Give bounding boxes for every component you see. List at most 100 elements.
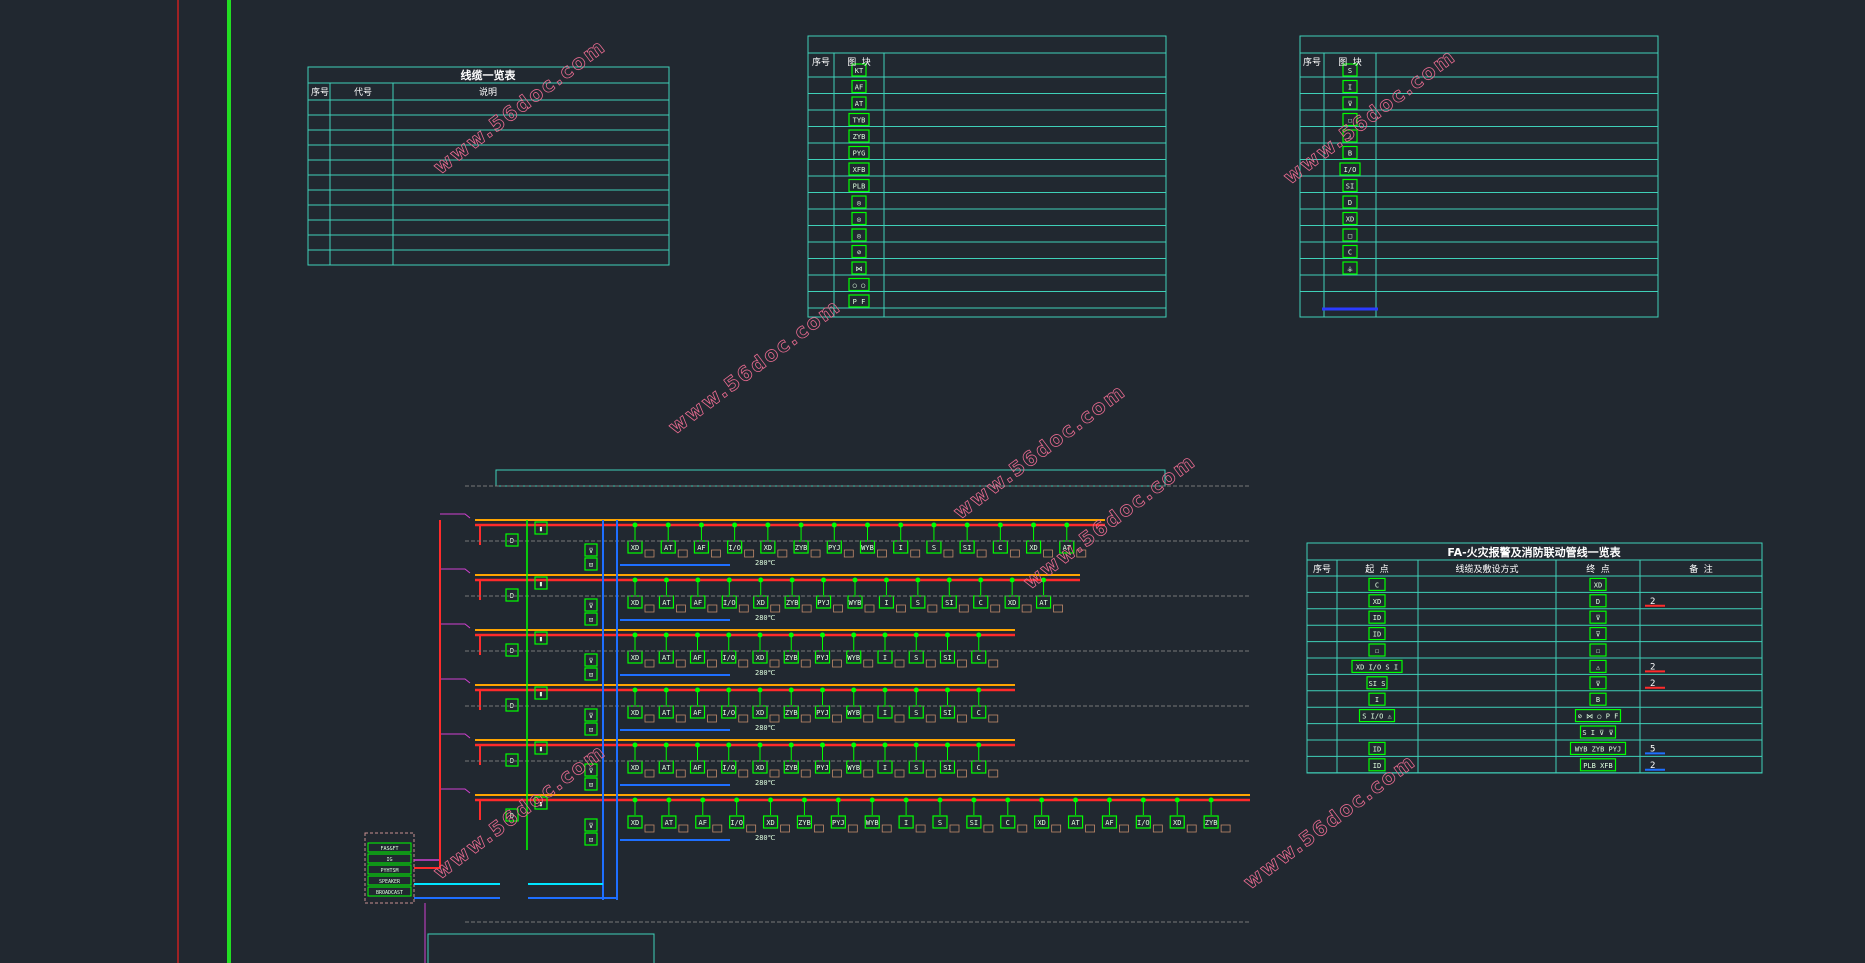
legend-b-symbol-0[interactable]: S — [1342, 63, 1358, 77]
floor-2-device-3[interactable]: I/O — [721, 595, 737, 609]
floor-6-device-6[interactable]: PYJ — [830, 815, 846, 829]
legend-b-symbol-4[interactable]: ⚠ — [1342, 129, 1358, 143]
floor-1-device-8[interactable]: I — [893, 540, 909, 554]
legend-a-symbol-7[interactable]: PLB — [848, 178, 870, 193]
floor-2-terminal[interactable]: ▮ — [534, 576, 548, 590]
floor-2-module-a[interactable]: ⊽ — [584, 598, 598, 612]
legend-a-symbol-8[interactable]: ◎ — [851, 195, 867, 209]
floor-2-module-b[interactable]: ⊡ — [584, 612, 598, 626]
floor-1-device-11[interactable]: C — [992, 540, 1008, 554]
floor-2-device-10[interactable]: SI — [941, 595, 957, 609]
linkage-row-3-start[interactable]: ID — [1368, 626, 1386, 641]
floor-2-detector[interactable]: D — [505, 588, 519, 602]
floor-2-device-12[interactable]: XD — [1004, 595, 1020, 609]
floor-2-device-1[interactable]: AT — [658, 595, 675, 609]
floor-3-device-7[interactable]: WYB — [846, 650, 862, 664]
floor-3-terminal[interactable]: ▮ — [534, 631, 548, 645]
legend-b-symbol-9[interactable]: XD — [1342, 211, 1358, 226]
floor-5-detector[interactable]: D — [505, 753, 519, 767]
legend-a-symbol-5[interactable]: PYG — [848, 145, 870, 160]
floor-6-device-12[interactable]: XD — [1034, 815, 1050, 829]
floor-4-device-9[interactable]: S — [908, 705, 924, 719]
floor-1-device-7[interactable]: WYB — [859, 540, 876, 554]
floor-6-device-1[interactable]: AT — [661, 815, 677, 829]
floor-4-device-7[interactable]: WYB — [846, 705, 862, 719]
floor-4-device-2[interactable]: AF — [689, 705, 706, 719]
floor-5-device-3[interactable]: I/O — [721, 760, 737, 774]
legend-a-symbol-2[interactable]: AT — [851, 96, 867, 110]
floor-6-module-b[interactable]: ⊡ — [584, 832, 598, 846]
floor-6-device-5[interactable]: ZYB — [796, 815, 813, 829]
floor-5-device-7[interactable]: WYB — [846, 760, 862, 774]
floor-6-device-17[interactable]: ZYB — [1203, 815, 1219, 829]
floor-1-module-a[interactable]: ⊽ — [584, 543, 598, 557]
legend-b-symbol-11[interactable]: C — [1342, 244, 1358, 259]
floor-6-device-14[interactable]: AF — [1101, 815, 1118, 829]
floor-5-device-2[interactable]: AF — [689, 760, 706, 774]
panel-module-0[interactable] — [367, 842, 412, 853]
linkage-row-8-start[interactable]: S I/O ⚠ — [1358, 708, 1396, 723]
legend-a-symbol-6[interactable]: XFB — [848, 162, 870, 176]
floor-5-device-0[interactable]: XD — [627, 760, 643, 774]
linkage-row-3-end[interactable]: ⊽ — [1589, 626, 1607, 641]
floor-4-device-5[interactable]: ZYB — [783, 705, 799, 719]
floor-4-device-10[interactable]: SI — [939, 705, 956, 719]
floor-1-device-6[interactable]: PYJ — [826, 540, 842, 554]
linkage-row-2-end[interactable]: ⊽ — [1589, 610, 1607, 624]
floor-3-device-9[interactable]: S — [908, 650, 924, 664]
linkage-row-11-end[interactable]: PLB XFB — [1579, 758, 1617, 772]
floor-4-device-6[interactable]: PYJ — [814, 705, 831, 719]
floor-5-device-4[interactable]: XD — [752, 760, 768, 774]
floor-1-device-2[interactable]: AF — [693, 540, 710, 554]
floor-2-device-9[interactable]: S — [910, 595, 926, 609]
floor-2-device-13[interactable]: AT — [1035, 595, 1052, 609]
floor-5-device-11[interactable]: C — [971, 760, 987, 774]
floor-6-device-8[interactable]: I — [898, 815, 914, 829]
legend-b-symbol-6[interactable]: I/O — [1339, 162, 1361, 176]
floor-6-device-16[interactable]: XD — [1169, 815, 1185, 829]
linkage-row-6-end[interactable]: ⊽ — [1589, 676, 1607, 690]
floor-1-device-9[interactable]: S — [926, 540, 942, 554]
linkage-row-7-start[interactable]: I — [1368, 692, 1386, 706]
floor-3-device-2[interactable]: AF — [689, 650, 706, 664]
legend-b-symbol-5[interactable]: B — [1342, 145, 1358, 160]
panel-module-1[interactable] — [367, 853, 412, 864]
linkage-row-0-end[interactable]: XD — [1589, 577, 1607, 592]
floor-3-module-a[interactable]: ⊽ — [584, 653, 598, 667]
floor-1-device-12[interactable]: XD — [1025, 540, 1042, 554]
floor-1-device-1[interactable]: AT — [660, 540, 676, 554]
legend-b-symbol-10[interactable]: □ — [1342, 228, 1358, 242]
floor-6-device-4[interactable]: XD — [762, 815, 779, 829]
floor-1-detector[interactable]: D — [505, 533, 519, 547]
floor-1-device-10[interactable]: SI — [959, 540, 975, 554]
floor-2-device-7[interactable]: WYB — [847, 595, 863, 609]
floor-4-module-a[interactable]: ⊽ — [584, 708, 598, 722]
legend-b-symbol-3[interactable]: ☐ — [1342, 112, 1358, 127]
floor-4-device-8[interactable]: I — [877, 705, 893, 719]
floor-3-device-10[interactable]: SI — [939, 650, 956, 664]
linkage-row-2-start[interactable]: ID — [1368, 610, 1386, 624]
legend-a-symbol-12[interactable]: ⋈ — [851, 261, 867, 275]
linkage-row-8-end[interactable]: ⊘ ⋈ ○ P F — [1574, 708, 1622, 723]
floor-6-device-15[interactable]: I/O — [1135, 815, 1151, 829]
floor-4-device-1[interactable]: AT — [658, 705, 674, 719]
floor-1-device-5[interactable]: ZYB — [793, 540, 809, 554]
floor-3-device-0[interactable]: XD — [627, 650, 643, 664]
floor-6-device-7[interactable]: WYB — [864, 815, 880, 829]
linkage-row-10-end[interactable]: WYB ZYB PYJ — [1569, 741, 1627, 756]
floor-1-device-3[interactable]: I/O — [727, 540, 743, 554]
floor-6-device-2[interactable]: AF — [695, 815, 711, 829]
floor-5-device-8[interactable]: I — [877, 760, 893, 774]
floor-4-terminal[interactable]: ▮ — [534, 686, 548, 700]
floor-4-detector[interactable]: D — [505, 698, 519, 712]
floor-5-device-5[interactable]: ZYB — [783, 760, 799, 774]
legend-a-symbol-11[interactable]: ⊘ — [851, 244, 867, 259]
floor-6-detector[interactable]: D — [505, 808, 519, 822]
legend-a-symbol-0[interactable]: KT — [851, 63, 867, 77]
floor-3-device-11[interactable]: C — [971, 650, 987, 664]
floor-3-device-6[interactable]: PYJ — [814, 650, 831, 664]
floor-1-module-b[interactable]: ⊡ — [584, 557, 598, 571]
